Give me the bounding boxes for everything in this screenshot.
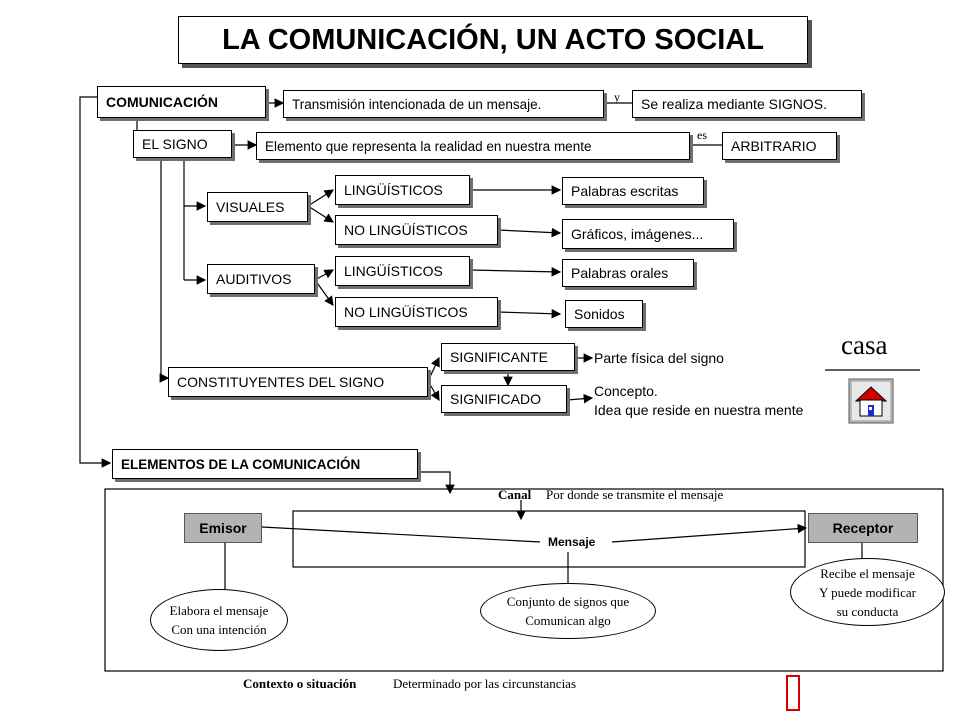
visuales-box: VISUALES [207,192,308,222]
canal-def: Por donde se transmite el mensaje [546,487,724,502]
canal-label: Canal [498,487,532,502]
emisor-desc-2: Con una intención [171,622,267,637]
receptor-desc-2: Y puede modificar [819,584,916,600]
contexto-def: Determinado por las circunstancias [393,676,577,691]
sonidos-box: Sonidos [565,300,643,328]
missing-glyph-icon [786,675,800,711]
comunicacion-box: COMUNICACIÓN [97,86,266,118]
visuales-no-linguisticos-box: NO LINGÜÍSTICOS [335,215,498,245]
significado-box: SIGNIFICADO [441,385,567,413]
emisor-ellipse: Elabora el mensaje Con una intención [150,589,288,651]
comunicacion-def: Transmisión intencionada de un mensaje. [283,90,604,118]
auditivos-linguisticos-box: LINGÜÍSTICOS [335,256,470,286]
el-signo-box: EL SIGNO [133,130,232,158]
graficos-imagenes-box: Gráficos, imágenes... [562,219,734,249]
contexto-label: Contexto o situación [243,676,357,691]
significante-box: SIGNIFICANTE [441,343,575,371]
casa-word: casa [841,330,888,360]
mensaje-label: Mensaje [546,535,598,549]
significado-def-2: Idea que reside en nuestra mente [594,402,804,418]
receptor-ellipse: Recibe el mensaje Y puede modificar su c… [790,558,945,626]
significado-def-1: Concepto. [594,383,658,399]
auditivos-box: AUDITIVOS [207,264,315,294]
house-icon [848,378,894,424]
auditivos-no-linguisticos-box: NO LINGÜÍSTICOS [335,297,498,327]
connector-es: es [697,128,707,142]
mensaje-desc-1: Conjunto de signos que [506,594,630,609]
page-title: LA COMUNICACIÓN, UN ACTO SOCIAL [178,16,808,64]
palabras-orales-box: Palabras orales [562,259,694,287]
visuales-linguisticos-box: LINGÜÍSTICOS [335,175,470,205]
receptor-desc-1: Recibe el mensaje [820,565,915,581]
constituyentes-box: CONSTITUYENTES DEL SIGNO [168,367,428,397]
signo-def: Elemento que representa la realidad en n… [256,132,690,160]
emisor-desc-1: Elabora el mensaje [169,603,269,618]
significante-def: Parte física del signo [594,350,724,366]
receptor-box: Receptor [808,513,918,543]
emisor-box: Emisor [184,513,262,543]
elementos-box: ELEMENTOS DE LA COMUNICACIÓN [112,449,418,479]
mensaje-ellipse: Conjunto de signos que Comunican algo [480,583,656,639]
arbitrario-box: ARBITRARIO [722,132,837,160]
signos-box: Se realiza mediante SIGNOS. [632,90,862,118]
palabras-escritas-box: Palabras escritas [562,177,704,205]
receptor-desc-3: su conducta [836,603,899,619]
connector-y: y [614,90,620,104]
mensaje-desc-2: Comunican algo [525,613,611,628]
